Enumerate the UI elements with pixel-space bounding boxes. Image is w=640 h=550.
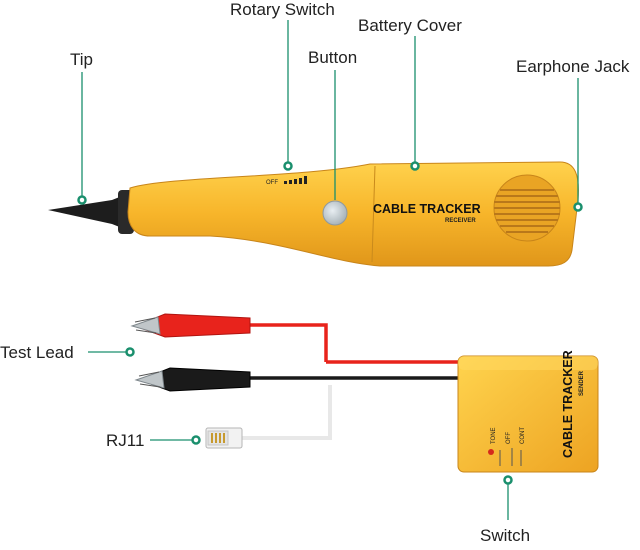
label-battery-cover: Battery Cover bbox=[358, 16, 462, 35]
label-earphone-jack: Earphone Jack bbox=[516, 57, 630, 76]
sender-highlight bbox=[458, 356, 598, 370]
black-alligator-clip bbox=[134, 367, 251, 392]
switch-pos-off: OFF bbox=[506, 432, 512, 444]
tip-marker bbox=[77, 195, 87, 205]
sender-led bbox=[488, 449, 494, 455]
label-button: Button bbox=[308, 48, 358, 67]
label-switch: Switch bbox=[480, 526, 531, 545]
switch-pos-tone: TONE bbox=[491, 427, 497, 444]
switch-pos-cont: CONT bbox=[520, 427, 526, 444]
sender-unit: CABLE TRACKER SENDER TONE OFF CONT bbox=[457, 350, 599, 473]
rotary-dial-bars bbox=[284, 176, 307, 184]
receiver-title: CABLE TRACKER bbox=[373, 202, 481, 216]
label-test-lead: Test Lead bbox=[0, 343, 74, 362]
speaker-grille bbox=[493, 174, 561, 242]
probe-tip bbox=[48, 192, 132, 232]
slide-switch bbox=[499, 448, 522, 466]
battery-cover-seam bbox=[371, 165, 376, 263]
sender-subtitle: SENDER bbox=[579, 370, 585, 396]
earphone-marker bbox=[573, 202, 583, 212]
label-rotary-switch: Rotary Switch bbox=[230, 0, 335, 19]
red-wire bbox=[250, 323, 328, 362]
red-alligator-clip bbox=[130, 313, 251, 338]
switch-marker bbox=[503, 475, 513, 485]
sender-title: CABLE TRACKER bbox=[561, 350, 575, 458]
probe-button bbox=[322, 200, 348, 226]
white-wire bbox=[240, 385, 332, 440]
sender-body bbox=[457, 355, 599, 473]
receiver-probe: OFF CABLE TRACKER RECEIVER bbox=[48, 161, 579, 267]
battery-marker bbox=[410, 161, 420, 171]
rj11-marker bbox=[191, 435, 201, 445]
testlead-marker bbox=[125, 347, 135, 357]
leader-dots bbox=[77, 161, 583, 485]
label-rj11: RJ11 bbox=[106, 431, 145, 450]
leader-lines bbox=[81, 20, 579, 520]
test-leads bbox=[130, 313, 462, 449]
label-tip: Tip bbox=[70, 50, 93, 69]
rotary-marker bbox=[283, 161, 293, 171]
rj11-connector bbox=[205, 427, 243, 449]
receiver-subtitle: RECEIVER bbox=[445, 218, 476, 224]
rotary-off-label: OFF bbox=[266, 180, 278, 186]
receiver-body bbox=[127, 161, 579, 267]
